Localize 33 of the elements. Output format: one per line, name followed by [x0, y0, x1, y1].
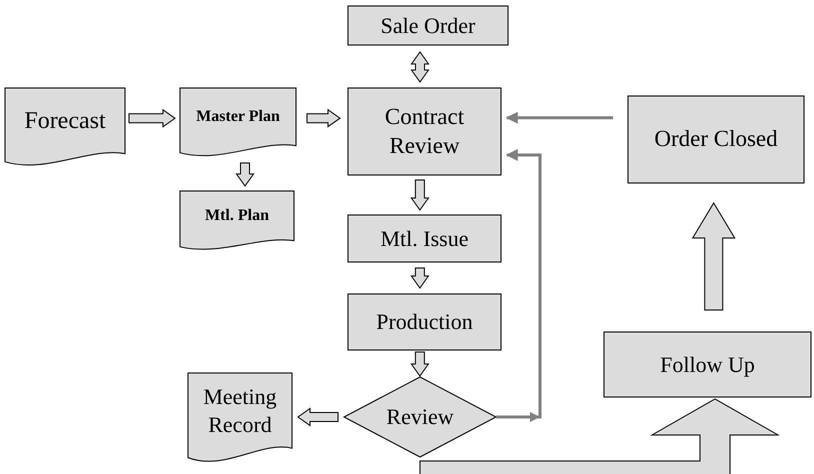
process-box: [348, 294, 502, 350]
document-shape: [188, 372, 292, 462]
block-arrow: [692, 202, 736, 310]
node-label: Contract Review: [384, 102, 466, 160]
node-label: Mtl. Plan: [204, 206, 270, 226]
decision-diamond: [342, 376, 498, 458]
process-box: [628, 96, 804, 184]
node-label: Meeting Record: [202, 383, 278, 438]
node-label: Mtl. Issue: [380, 224, 470, 252]
block-arrow: [410, 51, 430, 83]
process-box: [348, 6, 508, 46]
process-box: [348, 88, 502, 176]
block-arrow: [410, 180, 430, 211]
block-arrow: [297, 408, 338, 426]
node-label: Sale Order: [380, 12, 476, 40]
block-arrow: [410, 352, 430, 377]
block-arrow: [128, 108, 176, 128]
document-shape: [180, 88, 296, 156]
document-shape: [180, 190, 294, 250]
node-label: Master Plan: [195, 106, 281, 127]
node-label: Order Closed: [653, 125, 779, 154]
connector-arrow: [506, 112, 613, 124]
node-label: Forecast: [23, 106, 107, 136]
block-arrow: [420, 398, 780, 474]
block-arrow: [410, 268, 430, 289]
block-arrow: [306, 108, 341, 128]
block-arrow: [236, 162, 254, 187]
process-box: [604, 332, 812, 398]
node-label: Production: [375, 308, 474, 336]
document-shape: [4, 88, 126, 166]
node-label: Review: [385, 403, 455, 431]
node-label: Follow Up: [659, 350, 756, 378]
process-box: [348, 214, 502, 262]
